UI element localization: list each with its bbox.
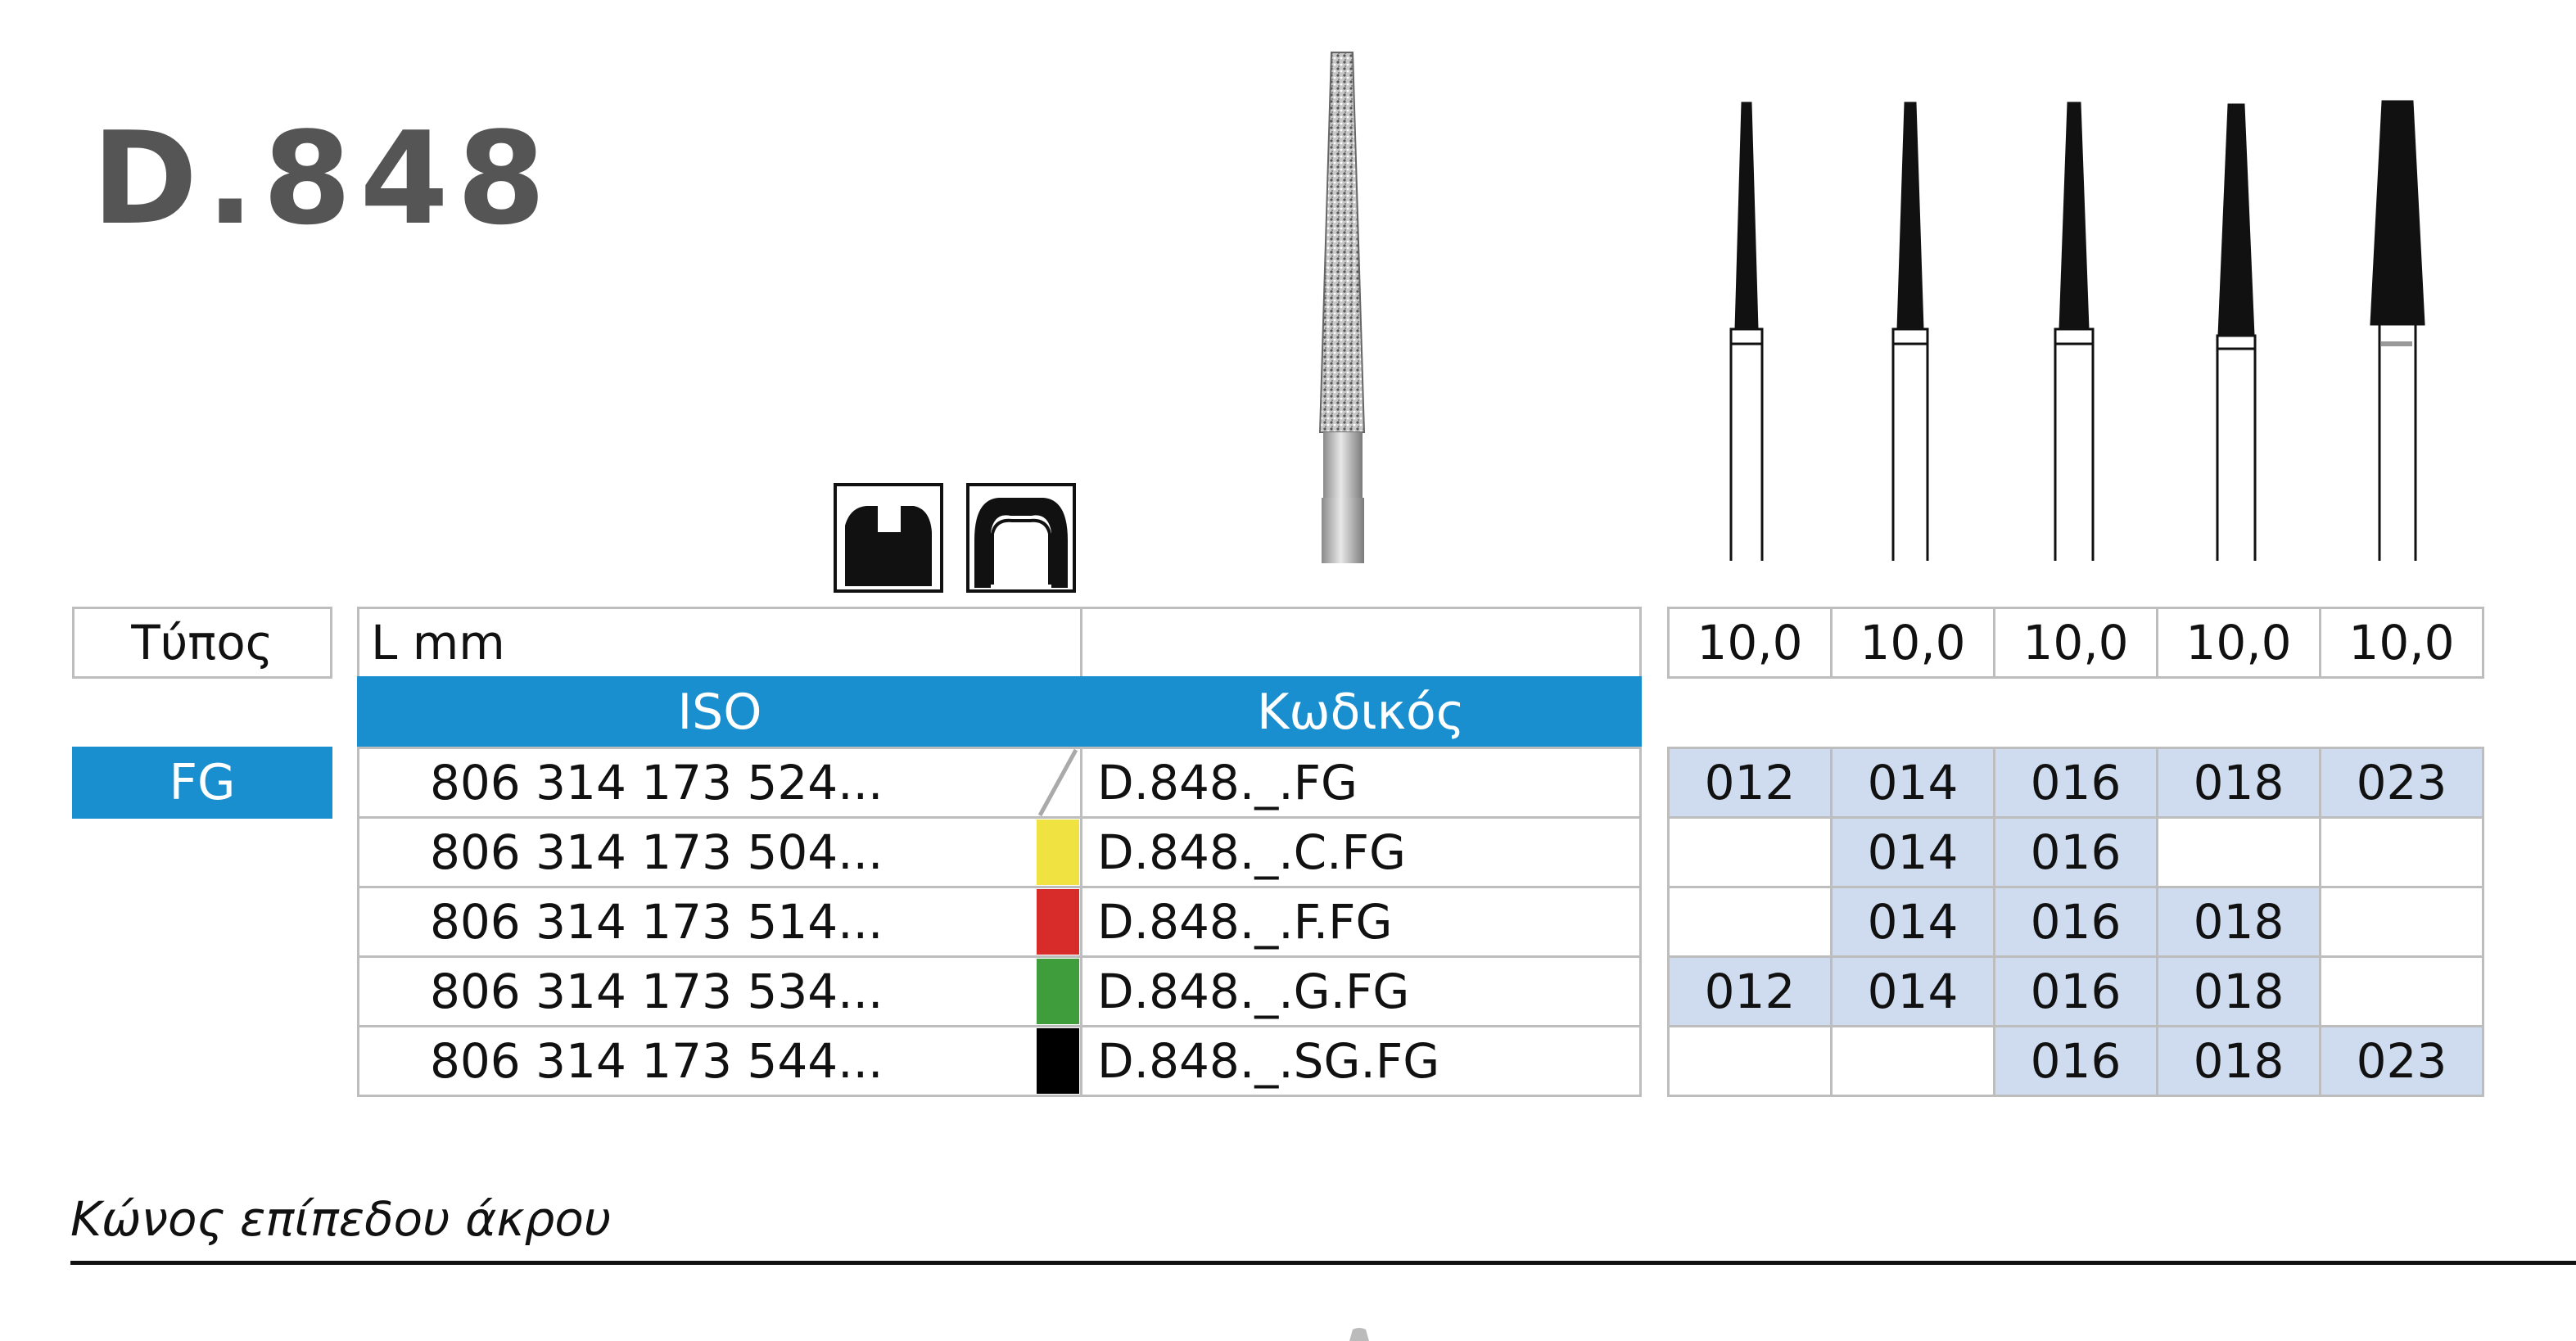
table-row-iso: 806 314 173 504... [357,816,1082,888]
size-cell [2319,886,2484,958]
size-cell: 012 [1667,747,1833,819]
product-code: D.848._.FG [1097,755,1358,810]
size-value: 014 [1867,755,1959,810]
table-row-iso: 806 314 173 524... [357,747,1082,819]
size-cell: 018 [2156,886,2321,958]
iso-number: 806 314 173 524... [430,755,884,810]
size-value: 016 [2030,964,2122,1019]
cavity-preparation-icon [834,483,943,593]
size-cell: 023 [2319,747,2484,819]
size-cell [2319,955,2484,1027]
size-cell: 018 [2156,747,2321,819]
size-cell [1830,1025,1995,1097]
iso-number: 806 314 173 504... [430,824,884,880]
size-value: 014 [1867,964,1959,1019]
size-value: 016 [2030,824,2122,880]
product-description: Κώνος επίπεδου άκρου [70,1191,612,1247]
size-value: 018 [2193,894,2285,950]
size-value: 016 [2030,1033,2122,1089]
length-blank-cell [1080,607,1642,679]
section-divider [70,1261,2576,1265]
length-cell: 10,0 [2319,607,2484,679]
size-value: 014 [1867,894,1959,950]
grit-swatch-none [1037,748,1078,817]
size-cell: 016 [1993,1025,2158,1097]
size-cell: 018 [2156,955,2321,1027]
size-value: 016 [2030,894,2122,950]
code-header-label: Κωδικός [1257,684,1465,741]
diamond-bur-image [1318,52,1366,563]
size-value: 012 [1704,755,1796,810]
size-value: 014 [1867,824,1959,880]
table-row-code: D.848._.C.FG [1080,816,1642,888]
size-cell: 014 [1830,955,1995,1027]
iso-number: 806 314 173 544... [430,1033,884,1089]
size-cell [2319,816,2484,888]
size-cell: 014 [1830,816,1995,888]
table-row-code: D.848._.SG.FG [1080,1025,1642,1097]
next-bur-tip-image [1349,1328,1369,1341]
code-header: Κωδικός [1080,676,1642,748]
table-row-code: D.848._.F.FG [1080,886,1642,958]
size-cell: 016 [1993,955,2158,1027]
size-value: 018 [2193,755,2285,810]
table-row-iso: 806 314 173 544... [357,1025,1082,1097]
type-label: Τύπος [131,615,273,670]
size-cell [2156,816,2321,888]
grit-swatch-black [1037,1028,1079,1094]
length-value: 10,0 [1697,615,1803,670]
size-cell [1667,886,1833,958]
table-row-iso: 806 314 173 514... [357,886,1082,958]
length-label-cell: L mm [357,607,1082,679]
size-cell: 018 [2156,1025,2321,1097]
size-value: 018 [2193,964,2285,1019]
shank-type-label: FG [169,754,236,811]
length-cell: 10,0 [1667,607,1833,679]
iso-number: 806 314 173 534... [430,964,884,1019]
length-value: 10,0 [2022,615,2129,670]
size-value: 023 [2356,755,2447,810]
shank-type-badge: FG [72,747,332,819]
grit-swatch-yellow [1037,820,1079,885]
length-cell: 10,0 [1993,607,2158,679]
size-value: 012 [1704,964,1796,1019]
size-cell: 016 [1993,886,2158,958]
product-code: D.848._.C.FG [1097,824,1406,880]
length-cell: 10,0 [2156,607,2321,679]
size-cell: 023 [2319,1025,2484,1097]
crown-preparation-icon [966,483,1076,593]
table-row-iso: 806 314 173 534... [357,955,1082,1027]
size-cell: 014 [1830,747,1995,819]
size-value: 016 [2030,755,2122,810]
grit-swatch-green [1037,959,1079,1024]
length-value: 10,0 [2185,615,2292,670]
table-row-code: D.848._.G.FG [1080,955,1642,1027]
size-cell: 016 [1993,816,2158,888]
bur-size-silhouette-icon [1729,100,2425,561]
product-code: D.848._.SG.FG [1097,1033,1440,1089]
size-cell: 014 [1830,886,1995,958]
length-value: 10,0 [2348,615,2455,670]
size-cell: 016 [1993,747,2158,819]
type-label-cell: Τύπος [72,607,332,679]
size-cell [1667,1025,1833,1097]
iso-number: 806 314 173 514... [430,894,884,950]
product-title: D.848 [92,104,554,253]
table-row-code: D.848._.FG [1080,747,1642,819]
grit-swatch-red [1037,889,1079,955]
length-value: 10,0 [1860,615,1966,670]
product-code: D.848._.G.FG [1097,964,1410,1019]
length-cell: 10,0 [1830,607,1995,679]
size-cell [1667,816,1833,888]
iso-header: ISO [357,676,1082,748]
iso-header-label: ISO [677,684,762,741]
product-code: D.848._.F.FG [1097,894,1393,950]
size-value: 023 [2356,1033,2447,1089]
size-value: 018 [2193,1033,2285,1089]
size-cell: 012 [1667,955,1833,1027]
length-label: L mm [371,615,505,670]
